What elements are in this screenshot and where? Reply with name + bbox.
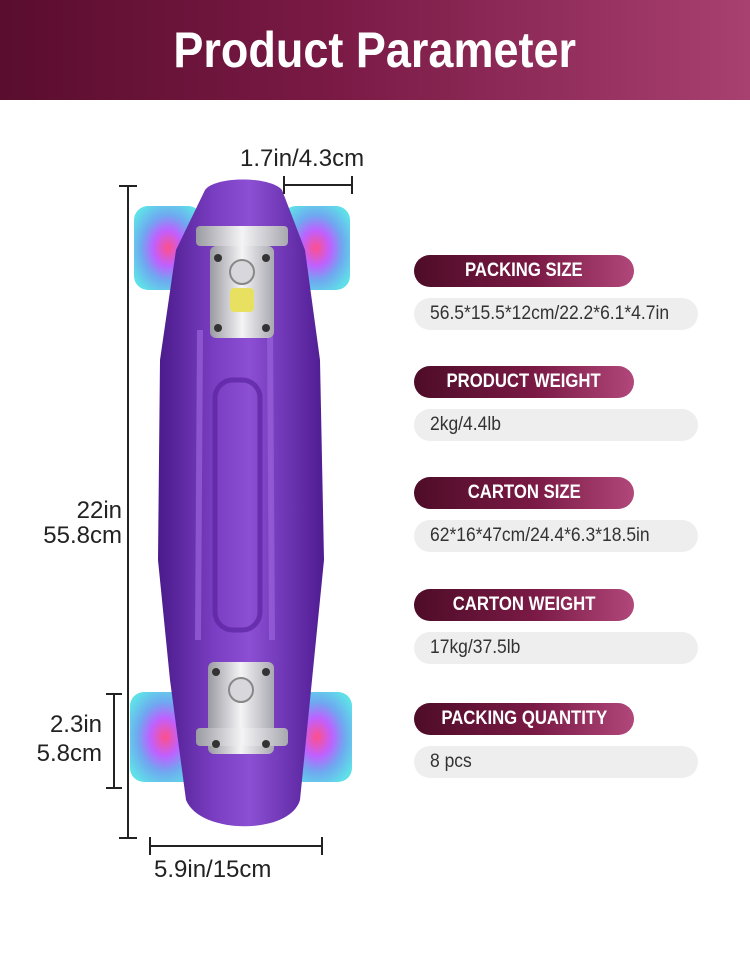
param-carton-size: CARTON SIZE 62*16*47cm/24.4*6.3*18.5in: [414, 477, 698, 552]
dimension-lines: [106, 176, 353, 855]
param-label: PACKING SIZE: [414, 255, 634, 287]
param-value: 8 pcs: [414, 746, 698, 778]
param-carton-weight: CARTON WEIGHT 17kg/37.5lb: [414, 589, 698, 664]
truck-bottom: [196, 662, 288, 754]
param-label: CARTON SIZE: [414, 477, 634, 509]
truck-width-label: 1.7in/4.3cm: [240, 145, 365, 172]
param-value: 56.5*15.5*12cm/22.2*6.1*4.7in: [414, 298, 698, 330]
param-product-weight: PRODUCT WEIGHT 2kg/4.4lb: [414, 366, 698, 441]
truck-top: [196, 226, 288, 338]
param-value: 62*16*47cm/24.4*6.3*18.5in: [414, 520, 698, 552]
param-label: CARTON WEIGHT: [414, 589, 634, 621]
deck-width-label: 5.9in/15cm: [154, 856, 272, 883]
param-label: PACKING QUANTITY: [414, 703, 634, 735]
param-label: PRODUCT WEIGHT: [414, 366, 634, 398]
param-value: 2kg/4.4lb: [414, 409, 698, 441]
page-title: Product Parameter: [173, 22, 577, 78]
length-cm-label: 55.8cm: [43, 522, 122, 549]
length-in-label: 22in: [76, 497, 122, 524]
wheel-cm-label: 5.8cm: [36, 740, 102, 767]
param-packing-size: PACKING SIZE 56.5*15.5*12cm/22.2*6.1*4.7…: [414, 255, 698, 330]
param-value: 17kg/37.5lb: [414, 632, 698, 664]
param-packing-quantity: PACKING QUANTITY 8 pcs: [414, 703, 698, 778]
page-header: Product Parameter: [0, 0, 750, 100]
wheel-in-label: 2.3in: [49, 711, 102, 738]
